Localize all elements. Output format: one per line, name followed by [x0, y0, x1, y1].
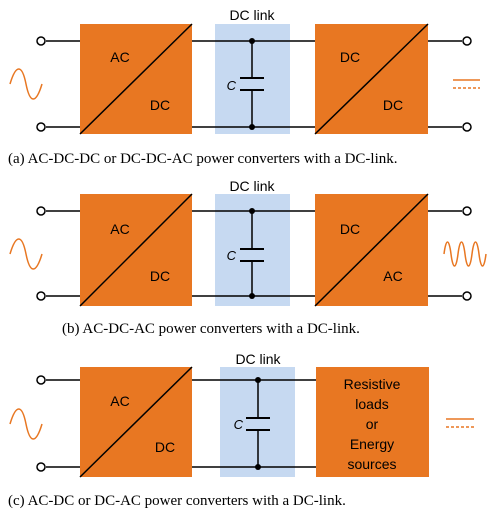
caption: (a) AC-DC-DC or DC-DC-AC power converter…: [8, 151, 398, 167]
open-terminal-icon: [36, 36, 46, 46]
converter-dc-ac: DC AC: [314, 193, 429, 307]
panel-b: DC link C AC DC: [9, 178, 487, 337]
converter-bottom-label: DC: [383, 97, 403, 113]
open-terminal-icon: [36, 206, 46, 216]
converter-bottom-label: DC: [150, 268, 170, 284]
dc-symbol-icon: [446, 418, 474, 428]
junction-dot: [249, 38, 255, 44]
converter-top-label: AC: [110, 393, 129, 409]
load-line: sources: [347, 456, 396, 472]
fast-sine-wave-icon: [443, 241, 487, 267]
sine-wave-icon: [9, 238, 43, 270]
dc-link-label: DC link: [229, 178, 275, 194]
converter-ac-dc: AC DC: [79, 23, 193, 135]
open-terminal-icon: [462, 291, 472, 301]
converter-bottom-label: AC: [383, 268, 402, 284]
converter-top-label: AC: [110, 49, 129, 65]
sine-wave-icon: [9, 408, 43, 440]
caption: (c) AC-DC or DC-AC power converters with…: [8, 493, 346, 509]
converter-ac-dc: AC DC: [79, 193, 193, 307]
junction-dot: [249, 208, 255, 214]
junction-dot: [255, 464, 261, 470]
caption: (b) AC-DC-AC power converters with a DC-…: [62, 321, 360, 337]
junction-dot: [255, 377, 261, 383]
converter-dc-dc: DC DC: [314, 23, 429, 135]
load-line: or: [366, 416, 379, 432]
panel-a: DC link C AC DC: [8, 7, 480, 167]
open-terminal-icon: [36, 291, 46, 301]
open-terminal-icon: [462, 36, 472, 46]
converter-bottom-label: DC: [150, 97, 170, 113]
capacitor-label: C: [227, 78, 237, 93]
load-line: Energy: [350, 436, 394, 452]
open-terminal-icon: [36, 462, 46, 472]
converter-top-label: AC: [110, 221, 129, 237]
converter-bottom-label: DC: [155, 439, 175, 455]
dc-link-label: DC link: [229, 7, 275, 23]
open-terminal-icon: [462, 206, 472, 216]
converter-top-label: DC: [340, 49, 360, 65]
junction-dot: [249, 293, 255, 299]
capacitor-icon: [240, 248, 264, 262]
load-line: Resistive: [344, 376, 401, 392]
dc-symbol-icon: [453, 79, 480, 89]
sine-wave-icon: [9, 68, 43, 100]
converter-top-label: DC: [340, 221, 360, 237]
load-line: loads: [355, 396, 388, 412]
panel-c: DC link C AC DC Resistive loads: [8, 351, 474, 509]
open-terminal-icon: [462, 122, 472, 132]
capacitor-icon: [246, 417, 270, 431]
load-block: Resistive loads or Energy sources: [316, 367, 429, 477]
capacitor-icon: [240, 77, 264, 91]
open-terminal-icon: [36, 375, 46, 385]
capacitor-label: C: [227, 248, 237, 263]
wires: [46, 379, 316, 468]
open-terminal-icon: [36, 122, 46, 132]
capacitor-label: C: [234, 417, 244, 432]
dc-link-label: DC link: [235, 351, 281, 367]
junction-dot: [249, 124, 255, 130]
converter-ac-dc: AC DC: [79, 366, 193, 478]
